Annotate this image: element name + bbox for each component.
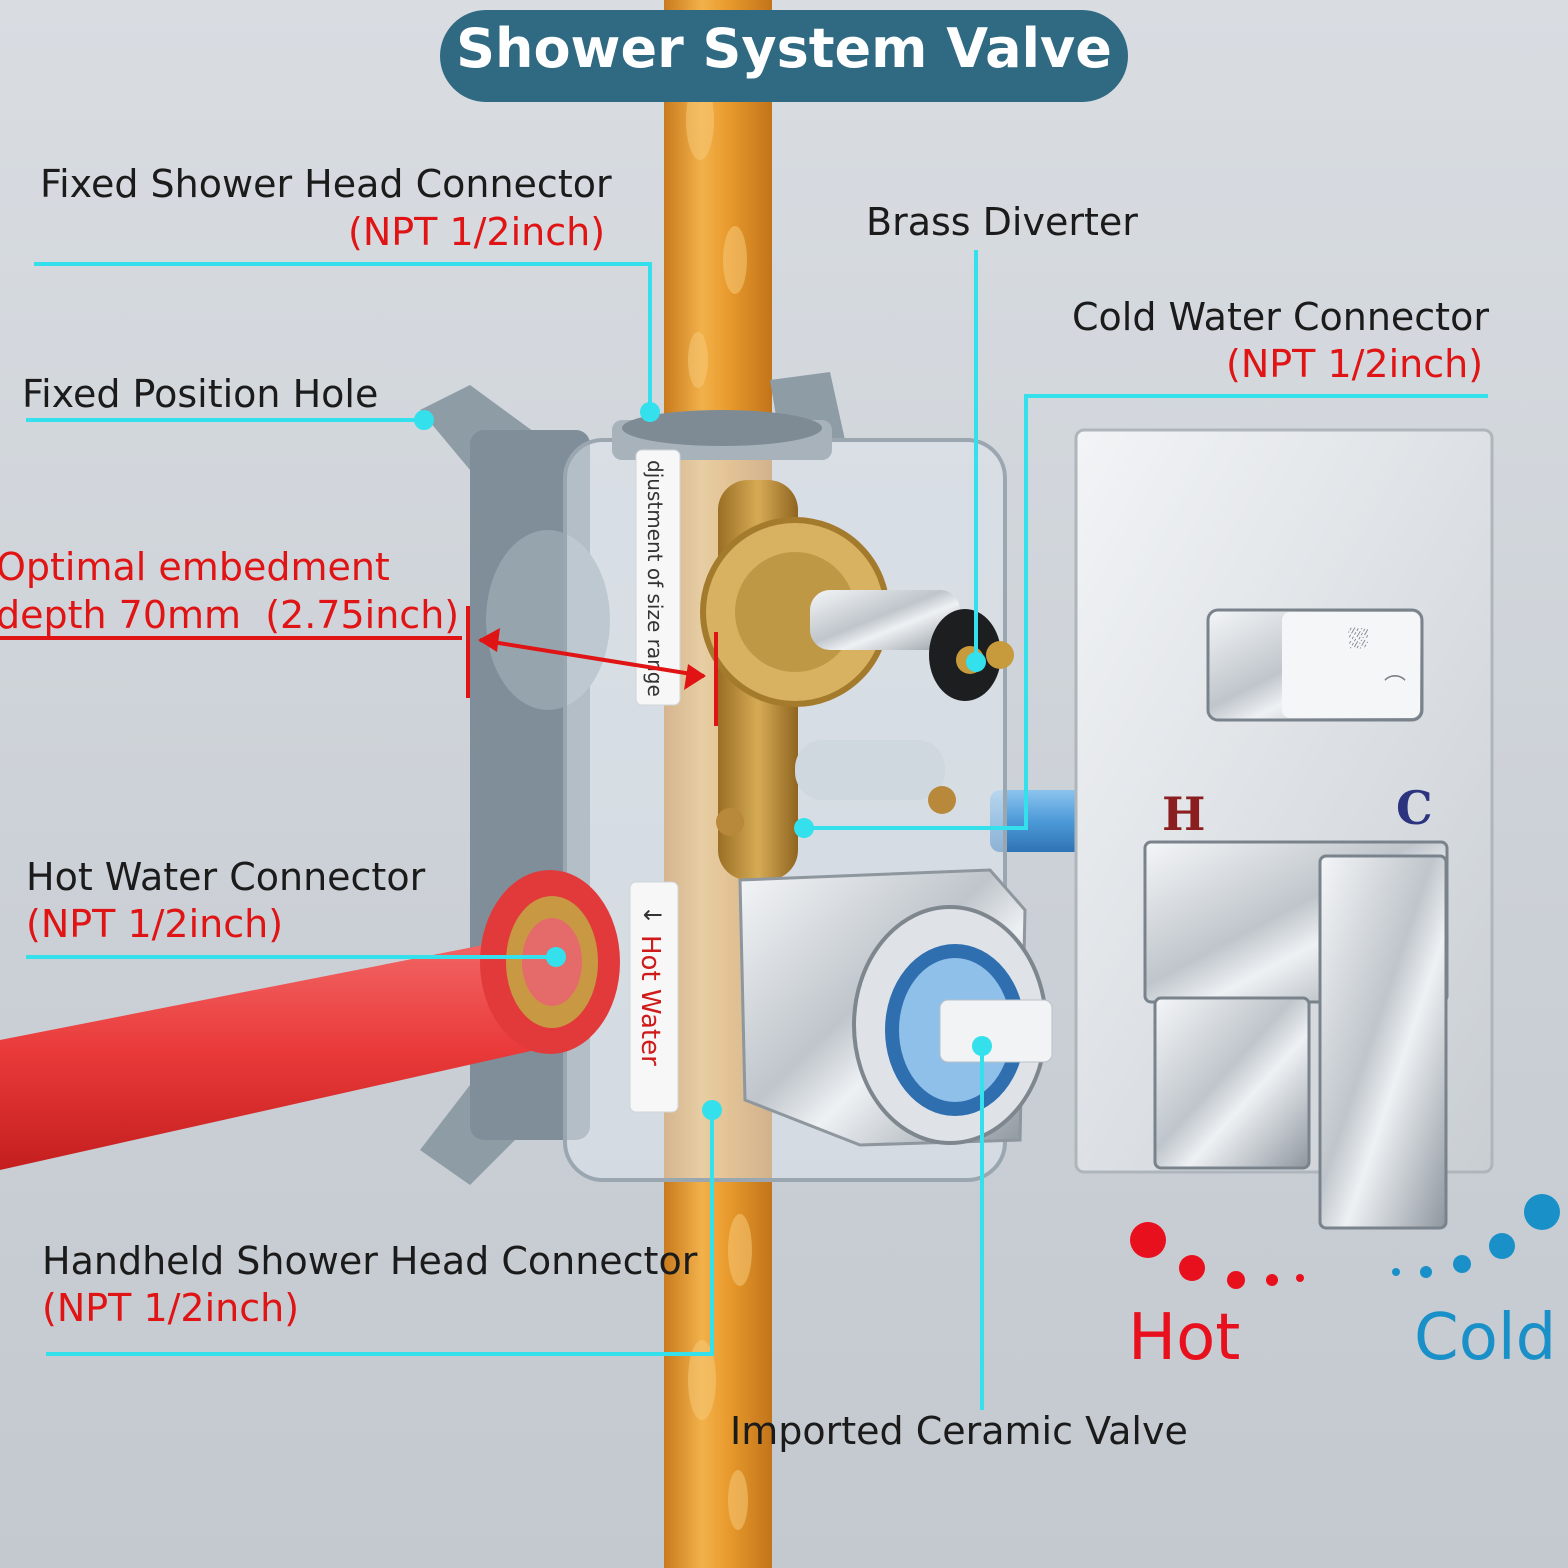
shower-head-icon: ⛆ <box>1348 625 1369 655</box>
legend-cold: Cold <box>1414 1301 1557 1375</box>
ceramic-valve-label: Imported Ceramic Valve <box>730 1409 1188 1453</box>
hot-supply-pipe <box>0 930 580 1170</box>
embedment-dimension <box>0 606 718 726</box>
hot-water-strip <box>629 881 679 1113</box>
brass-body <box>700 480 1014 880</box>
brass-diverter-label: Brass Diverter <box>866 200 1138 244</box>
fixed-head-connector-spec: (NPT 1/2inch) <box>348 210 606 254</box>
trim-cold-mark: C <box>1396 781 1433 835</box>
mixer-handle <box>1143 840 1449 1230</box>
fixed-head-connector-label: Fixed Shower Head Connector <box>40 162 612 206</box>
hot-connector-spec: (NPT 1/2inch) <box>26 902 284 946</box>
cold-dot-trail <box>1392 1194 1560 1278</box>
ceramic-valve-block <box>738 868 1053 1147</box>
size-range-strip <box>635 449 681 706</box>
handheld-connector-label: Handheld Shower Head Connector <box>42 1239 698 1283</box>
size-range-text: djustment of size range <box>643 460 667 697</box>
hot-connector-label: Hot Water Connector <box>26 855 426 899</box>
trim-hot-mark: H <box>1162 787 1205 841</box>
leader-lines <box>26 250 1488 1410</box>
embedment-label-line2: depth 70mm (2.75inch) <box>0 593 460 637</box>
hot-water-strip-text: Hot Water <box>635 935 665 1066</box>
legend-hot: Hot <box>1128 1301 1241 1375</box>
cold-connector-spec: (NPT 1/2inch) <box>1226 342 1484 386</box>
page-title: Shower System Valve <box>456 17 1112 80</box>
embedment-label-line1: Optimal embedment <box>0 545 390 589</box>
leader-dots <box>414 402 992 1120</box>
cold-supply-pipe <box>990 790 1100 852</box>
pipe-texture <box>686 80 752 1530</box>
title-banner <box>440 10 1128 102</box>
handheld-shower-icon: ⌒ <box>1384 675 1406 700</box>
handheld-connector-spec: (NPT 1/2inch) <box>42 1286 300 1330</box>
fixed-position-hole-label: Fixed Position Hole <box>22 372 379 416</box>
hot-dot-trail <box>1130 1222 1304 1289</box>
cold-connector-label: Cold Water Connector <box>1072 295 1489 339</box>
hot-water-arrow-icon: ↓ <box>638 905 666 925</box>
